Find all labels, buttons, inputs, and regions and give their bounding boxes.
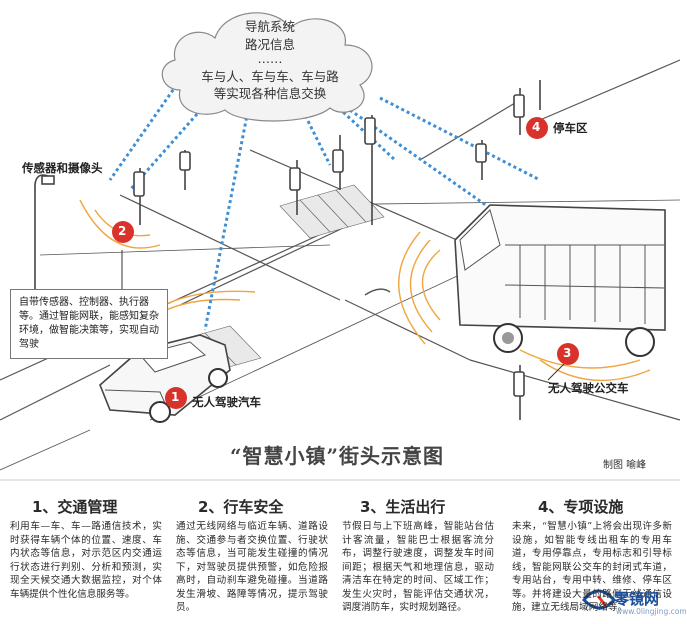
section-4-body: 未来，“智慧小镇”上将会出现许多新设施，如智能专线出租车的专用车道，专用停靠点，… [512,521,672,613]
section-2-heading: 2、行车安全 [198,498,284,516]
street-lamp [34,174,55,300]
cloud-line-2: 路况信息 [244,37,295,52]
info-cloud [161,12,373,122]
cloud-line-4: 等实现各种信息交换 [213,86,327,101]
section-1-body: 利用车—车、车—路通信技术，实时获得车辆个体的位置、速度、车内状态等信息，对示范… [10,521,162,600]
bus-label: 无人驾驶公交车 [548,381,629,395]
watermark-url: www.0lingjing.com [616,607,687,616]
cloud-line-1: 导航系统 [244,19,295,34]
watermark-logo [582,589,617,610]
sensor-label: 传感器和摄像头 [22,161,103,175]
cloud-dots: …… [257,51,283,66]
autonomy-note: 自带传感器、控制器、执行器等。通过智能网联，能感知复杂环境，做智能决策等，实现自… [10,289,168,359]
marker-2-number: 2 [118,224,127,238]
section-3-body: 节假日与上下班高峰，智能站台估计客流量，智能巴士根据客流分布，调整行驶速度，调整… [342,521,494,613]
marker-3-number: 3 [563,346,572,360]
diagram-title: “智慧小镇”街头示意图 [230,444,445,468]
parking-label: 停车区 [553,121,588,135]
section-3-heading: 3、生活出行 [360,498,446,516]
section-2-body: 通过无线网络与临近车辆、道路设施、交通参与者交换位置、行驶状态等信息，当可能发生… [176,521,328,613]
marker-pins [112,117,579,409]
section-4-heading: 4、专项设施 [538,498,624,516]
marker-4-number: 4 [532,120,541,134]
section-1-heading: 1、交通管理 [32,498,118,516]
traffic-poles [133,80,541,420]
sensor-waves [79,199,651,382]
marker-1-number: 1 [171,390,180,404]
road-arrow [364,288,391,296]
illustration-credit: 制图 喻峰 [603,460,647,471]
cloud-line-3: 车与人、车与车、车与路 [201,69,339,84]
watermark-brand: 零镜网 [614,590,660,608]
car-label: 无人驾驶汽车 [192,395,261,409]
bus-illustration [454,204,666,357]
